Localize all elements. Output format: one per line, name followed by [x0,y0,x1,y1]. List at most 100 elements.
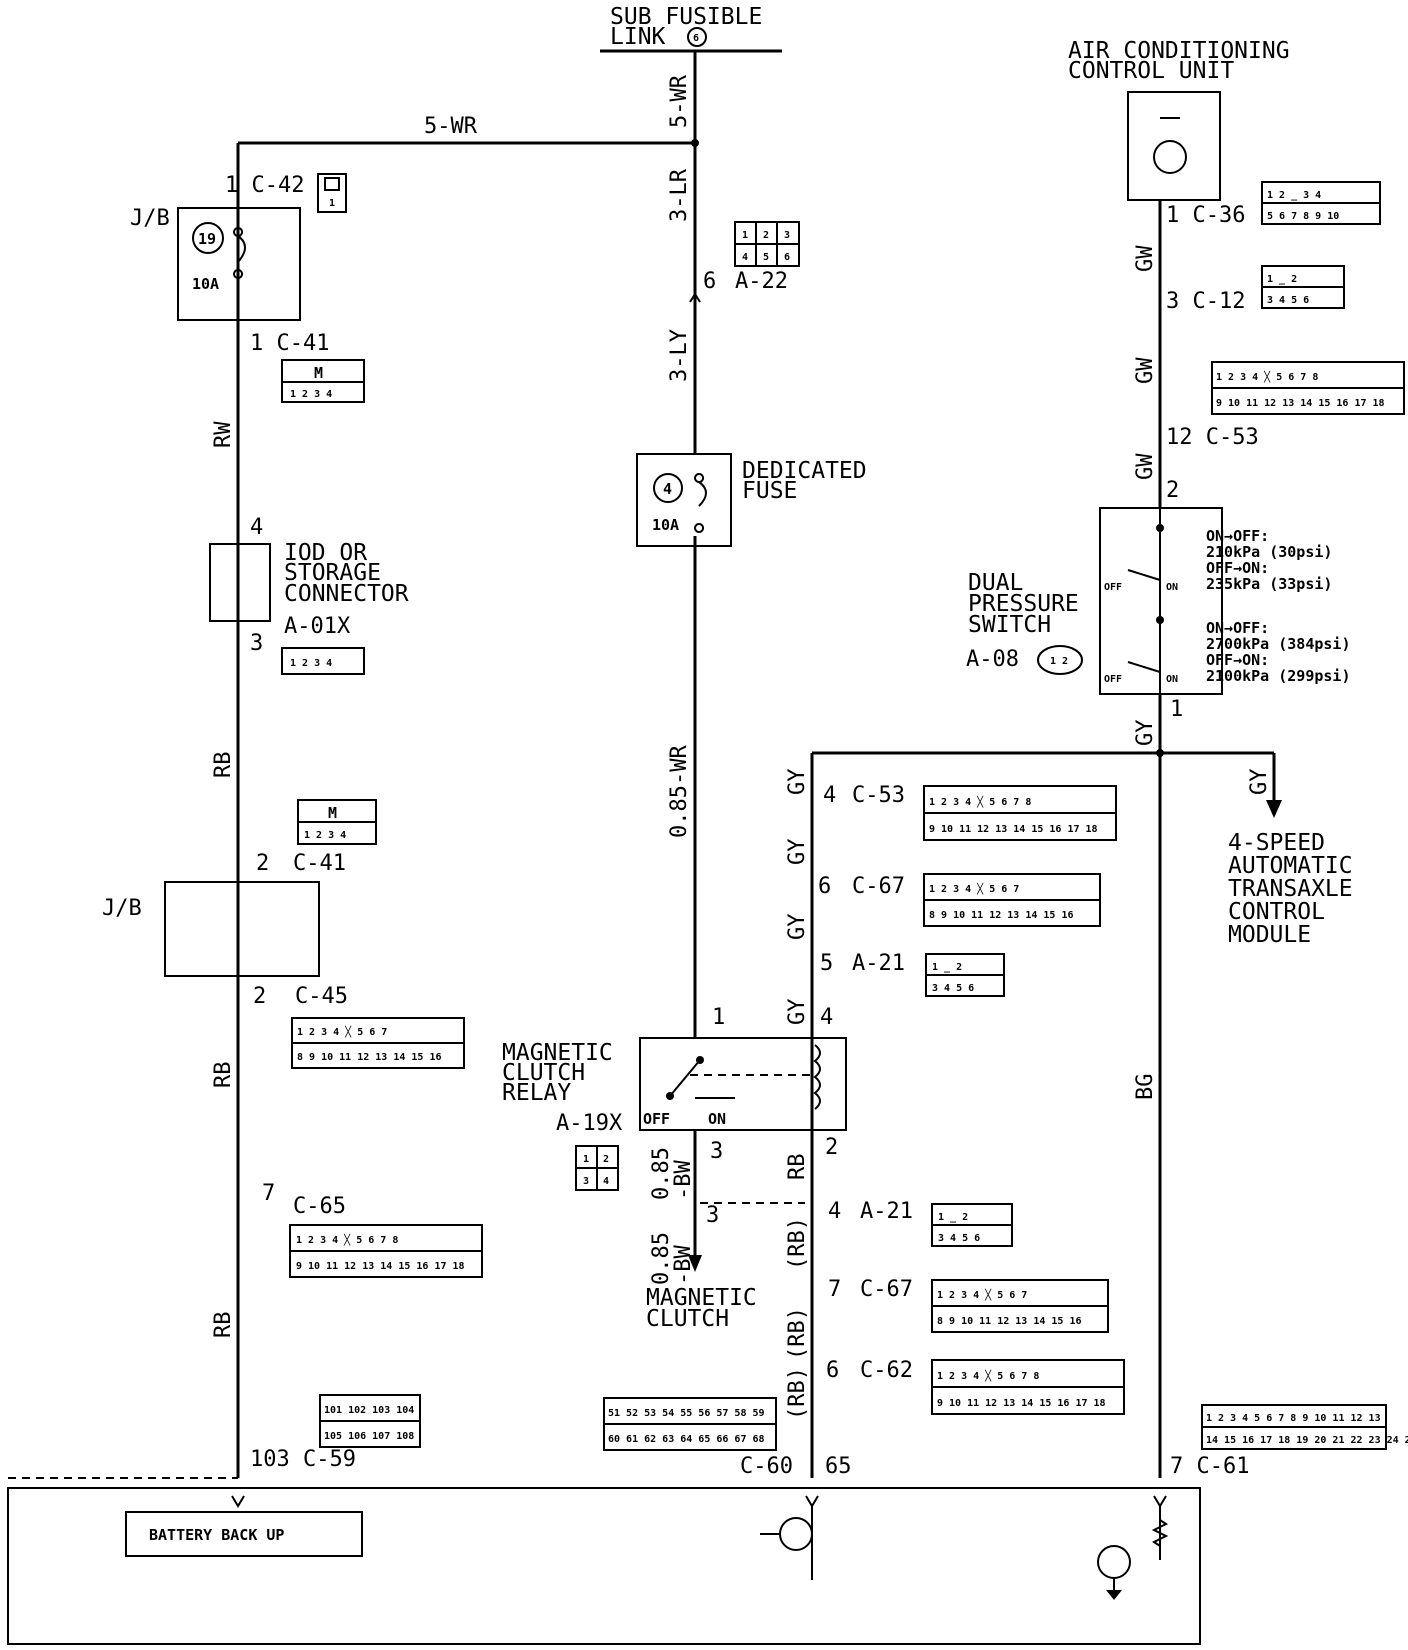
jb-bottom-label: J/B [102,896,142,921]
tcm-arrow [1266,800,1282,818]
c67b-pin: 7 [828,1277,841,1302]
svg-text:1 2 3 4: 1 2 3 4 [290,389,332,400]
fuse19-symbol [233,227,246,279]
svg-text:8 9 10 11 12 13 14 15 16: 8 9 10 11 12 13 14 15 16 [937,1316,1082,1327]
dual-pressure-connector: A-08 [966,647,1019,672]
connector-c62-face: 1 2 3 4 ╳ 5 6 7 8 9 10 11 12 13 14 15 16… [931,1359,1125,1415]
relay-connector-label: A-19X [556,1111,623,1136]
connector-c65-face: 1 2 3 4 ╳ 5 6 7 8 9 10 11 12 13 14 15 16… [289,1224,483,1278]
engine-control-module-box [7,1487,1201,1645]
connector-c41-top-face: M 1 2 3 4 [281,359,365,403]
dps-spec1-a: ON→OFF: [1206,527,1269,545]
connector-c53-bottom-face: 1 2 3 4 ╳ 5 6 7 8 9 10 11 12 13 14 15 16… [923,785,1117,841]
relay-pin3a: 3 [710,1139,723,1164]
dps-on-1: ON [1166,582,1178,593]
connector-a21-top-face: 1 _ 2 3 4 5 6 [925,953,1005,997]
dps-spec2-b: 2700kPa (384psi) [1206,635,1351,653]
svg-text:60 61 62 63 64 65 66 67 68: 60 61 62 63 64 65 66 67 68 [608,1434,765,1445]
svg-text:1: 1 [583,1154,589,1165]
wire-label-085-b1: 0.85 [649,1232,674,1285]
magnetic-clutch-relay-box [639,1037,847,1131]
connector-c36-face: 1 2 _ 3 4 5 6 7 8 9 10 [1261,181,1381,225]
wire-label-gy-1: GY [785,769,810,796]
fuse19-amps: 10A [192,275,219,293]
dps-spec2-c: OFF→ON: [1206,651,1269,669]
svg-text:1 2 _ 3 4: 1 2 _ 3 4 [1267,190,1321,201]
wire-label-rb-paren-2: (RB) [785,1307,810,1360]
dual-pressure-label-2: PRESSURE [968,591,1079,617]
relay-pin2: 2 [825,1135,838,1160]
iod-label-2: STORAGE [284,560,381,586]
dual-pressure-label-3: SWITCH [968,612,1051,638]
jb-top-label: J/B [130,206,170,231]
wire-label-gw-1: GW [1133,245,1158,272]
dps-pin2: 2 [1166,478,1179,503]
svg-text:5: 5 [763,252,769,263]
relay-off-label: OFF [643,1110,670,1128]
dps-spec1-d: 235kPa (33psi) [1206,575,1332,593]
wire-label-rb-3: RB [211,1312,236,1339]
svg-text:101 102 103 104: 101 102 103 104 [324,1405,414,1416]
svg-text:9 10 11 12 13 14 15 16 17 18: 9 10 11 12 13 14 15 16 17 18 [296,1261,465,1272]
ac-control-unit-label-1: AIR CONDITIONING [1068,38,1290,64]
iod-label-3: CONNECTOR [284,581,409,607]
a21a-pin: 5 [820,951,833,976]
ecu-pin-right [1153,1495,1167,1508]
c12-label: 3 C-12 [1166,289,1245,314]
c65-label: C-65 [293,1194,346,1219]
fuse4-number: 4 [663,480,672,498]
c60-label: C-60 [740,1454,793,1479]
a08-pins: 1 2 [1050,656,1068,667]
c67b-label: C-67 [860,1277,913,1302]
dps-off-1: OFF [1104,582,1122,593]
c41a-label: 1 C-41 [250,331,329,356]
svg-text:M: M [328,804,337,822]
relay-pin1: 1 [712,1005,725,1030]
ecu-resistor-symbol [1151,1519,1169,1547]
junction-block-bottom [164,881,320,977]
connector-a01-face: 1 2 3 4 [281,647,365,675]
dps-on-2: ON [1166,674,1178,685]
dps-node-2 [1156,616,1164,624]
svg-text:6: 6 [784,252,790,263]
wire-label-085-b2: -BW [671,1245,696,1285]
c41b-pin: 2 [256,851,269,876]
c62-label: C-62 [860,1358,913,1383]
connector-c61-face: 1 2 3 4 5 6 7 8 9 10 11 12 13 14 15 16 1… [1201,1404,1408,1450]
relay-label-3: RELAY [502,1080,571,1106]
c65-pin: 7 [262,1181,275,1206]
connector-c42-face: 1 [317,173,347,213]
a22-label: A-22 [735,269,788,294]
c45-pin: 2 [253,984,266,1009]
dps-off-2: OFF [1104,674,1122,685]
wire-label-085-a1: 0.85 [649,1147,674,1200]
fuse19-number: 19 [198,230,216,248]
a01-pin4: 4 [250,515,263,540]
wire-label-rb-2: RB [211,1062,236,1089]
battery-backup-box [125,1511,363,1557]
relay-label-1: MAGNETIC [502,1040,613,1066]
svg-text:9 10 11 12 13 14 15 16 17 18: 9 10 11 12 13 14 15 16 17 18 [1216,398,1385,409]
ecu-ground-arrow [1106,1590,1122,1600]
clutch-arrow [688,1255,702,1272]
connector-c60-face: 51 52 53 54 55 56 57 58 59 60 61 62 63 6… [603,1397,777,1451]
wire-label-gw-2: GW [1133,357,1158,384]
wire-label-rb-right: RB [785,1154,810,1181]
svg-text:3 4 5 6: 3 4 5 6 [938,1233,980,1244]
connector-c67-top-face: 1 2 3 4 ╳ 5 6 7 8 9 10 11 12 13 14 15 16 [923,873,1101,927]
svg-text:1 _ 2: 1 _ 2 [932,962,962,973]
svg-text:51 52 53 54 55 56 57 58 59: 51 52 53 54 55 56 57 58 59 [608,1408,765,1419]
connector-c45-face: 1 2 3 4 ╳ 5 6 7 8 9 10 11 12 13 14 15 16 [291,1017,465,1069]
c53b-label: C-53 [852,783,905,808]
svg-text:1 2 3 4 ╳ 5 6 7 8: 1 2 3 4 ╳ 5 6 7 8 [296,1233,398,1246]
relay-label-2: CLUTCH [502,1060,585,1086]
svg-text:1 _ 2: 1 _ 2 [1267,274,1297,285]
c60-pin: 65 [825,1454,852,1479]
fuse4-amps: 10A [652,516,679,534]
dps-node-1 [1156,524,1164,532]
svg-text:9 10 11 12 13 14 15 16 17 18: 9 10 11 12 13 14 15 16 17 18 [937,1398,1106,1409]
svg-text:3 4 5 6: 3 4 5 6 [1267,295,1309,306]
tcm-label-4: CONTROL [1228,899,1325,925]
